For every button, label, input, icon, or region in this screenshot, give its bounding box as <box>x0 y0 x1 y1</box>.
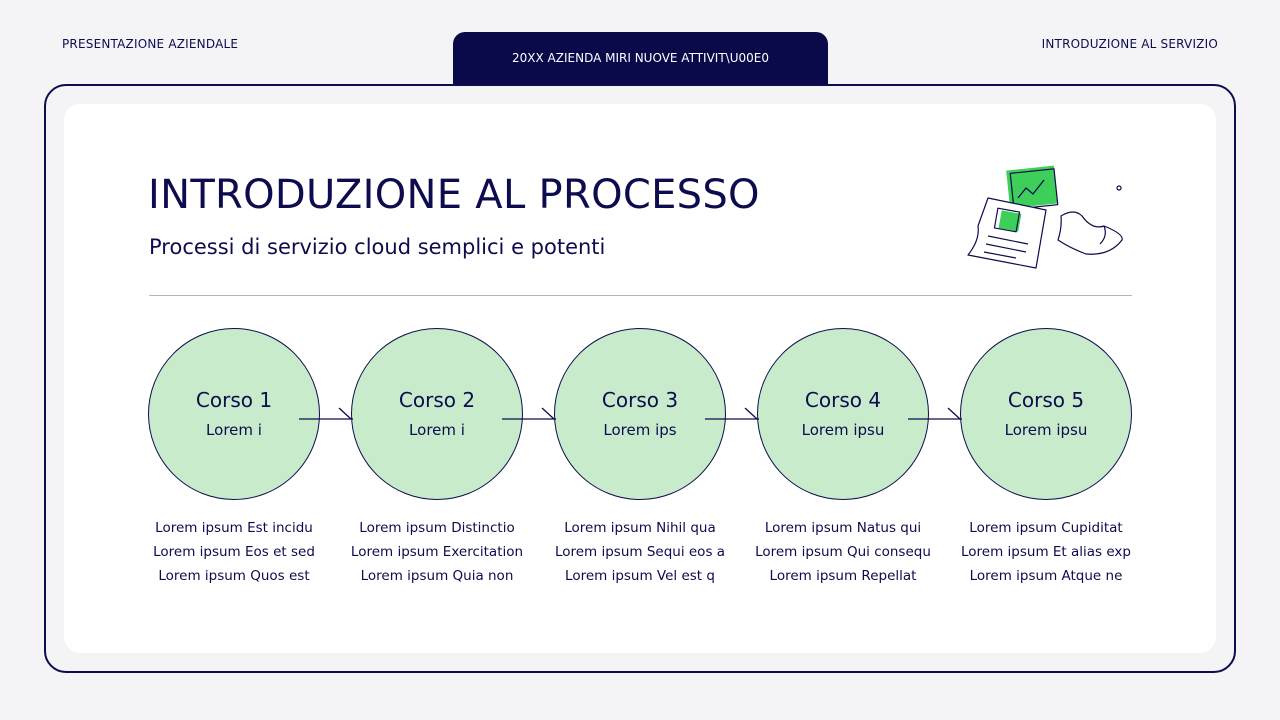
documents-chart-illustration-icon <box>967 165 1123 269</box>
step-title: Corso 1 <box>195 388 273 412</box>
step-description-line: Lorem ipsum Repellat <box>769 568 917 584</box>
slide-subtitle: Processi di servizio cloud semplici e po… <box>149 235 606 259</box>
step-description: Lorem ipsum Nihil qua Lorem ipsum Sequi … <box>540 516 740 588</box>
step-title: Corso 5 <box>1007 388 1085 412</box>
step-description: Lorem ipsum Distinctio Lorem ipsum Exerc… <box>337 516 537 588</box>
slide-title: INTRODUZIONE AL PROCESSO <box>148 172 760 218</box>
step-title: Corso 2 <box>398 388 476 412</box>
step-description-line: Lorem ipsum Atque ne <box>969 568 1123 584</box>
step-circle: Corso 3 Lorem ips <box>554 328 726 500</box>
step-description: Lorem ipsum Est incidu Lorem ipsum Eos e… <box>134 516 334 588</box>
step-description: Lorem ipsum Natus qui Lorem ipsum Qui co… <box>743 516 943 588</box>
process-step-3: Corso 3 Lorem ips Lorem ipsum Nihil qua … <box>540 328 740 588</box>
process-step-5: Corso 5 Lorem ipsu Lorem ipsum Cupiditat… <box>946 328 1146 588</box>
step-subtitle: Lorem ipsu <box>801 421 885 439</box>
step-description-line: Lorem ipsum Quia non <box>360 568 514 584</box>
step-description-line: Lorem ipsum Sequi eos a <box>554 544 726 560</box>
step-description: Lorem ipsum Cupiditat Lorem ipsum Et ali… <box>946 516 1146 588</box>
process-step-4: Corso 4 Lorem ipsu Lorem ipsum Natus qui… <box>743 328 943 588</box>
step-circle: Corso 1 Lorem i <box>148 328 320 500</box>
section-label: INTRODUZIONE AL SERVIZIO <box>1041 37 1218 51</box>
step-description-line: Lorem ipsum Distinctio <box>359 520 515 536</box>
step-description-line: Lorem ipsum Cupiditat <box>969 520 1123 536</box>
process-step-1: Corso 1 Lorem i Lorem ipsum Est incidu L… <box>134 328 334 588</box>
arrow-right-icon <box>502 407 556 420</box>
header-tab: 20XX AZIENDA MIRI NUOVE ATTIVIT\U00E0 <box>453 32 828 86</box>
arrow-right-icon <box>299 407 353 420</box>
step-subtitle: Lorem ips <box>603 421 677 439</box>
arrow-right-icon <box>908 407 962 420</box>
arrow-right-icon <box>705 407 759 420</box>
step-description-line: Lorem ipsum Est incidu <box>155 520 313 536</box>
step-description-line: Lorem ipsum Quos est <box>158 568 310 584</box>
step-subtitle: Lorem ipsu <box>1004 421 1088 439</box>
step-subtitle: Lorem i <box>206 421 262 439</box>
step-description-line: Lorem ipsum Eos et sed <box>153 544 315 560</box>
step-description-line: Lorem ipsum Nihil qua <box>564 520 716 536</box>
title-divider <box>149 295 1132 296</box>
step-description-line: Lorem ipsum Exercitation <box>350 544 524 560</box>
step-description-line: Lorem ipsum Qui consequ <box>755 544 931 560</box>
process-step-2: Corso 2 Lorem i Lorem ipsum Distinctio L… <box>337 328 537 588</box>
step-description-line: Lorem ipsum Vel est q <box>565 568 715 584</box>
step-circle: Corso 4 Lorem ipsu <box>757 328 929 500</box>
step-circle: Corso 5 Lorem ipsu <box>960 328 1132 500</box>
header-tab-label: 20XX AZIENDA MIRI NUOVE ATTIVIT\U00E0 <box>512 50 769 65</box>
step-title: Corso 3 <box>601 388 679 412</box>
step-title: Corso 4 <box>804 388 882 412</box>
step-description-line: Lorem ipsum Et alias exp <box>960 544 1131 560</box>
presentation-label: PRESENTAZIONE AZIENDALE <box>62 37 239 51</box>
step-circle: Corso 2 Lorem i <box>351 328 523 500</box>
step-subtitle: Lorem i <box>409 421 465 439</box>
step-description-line: Lorem ipsum Natus qui <box>764 520 922 536</box>
